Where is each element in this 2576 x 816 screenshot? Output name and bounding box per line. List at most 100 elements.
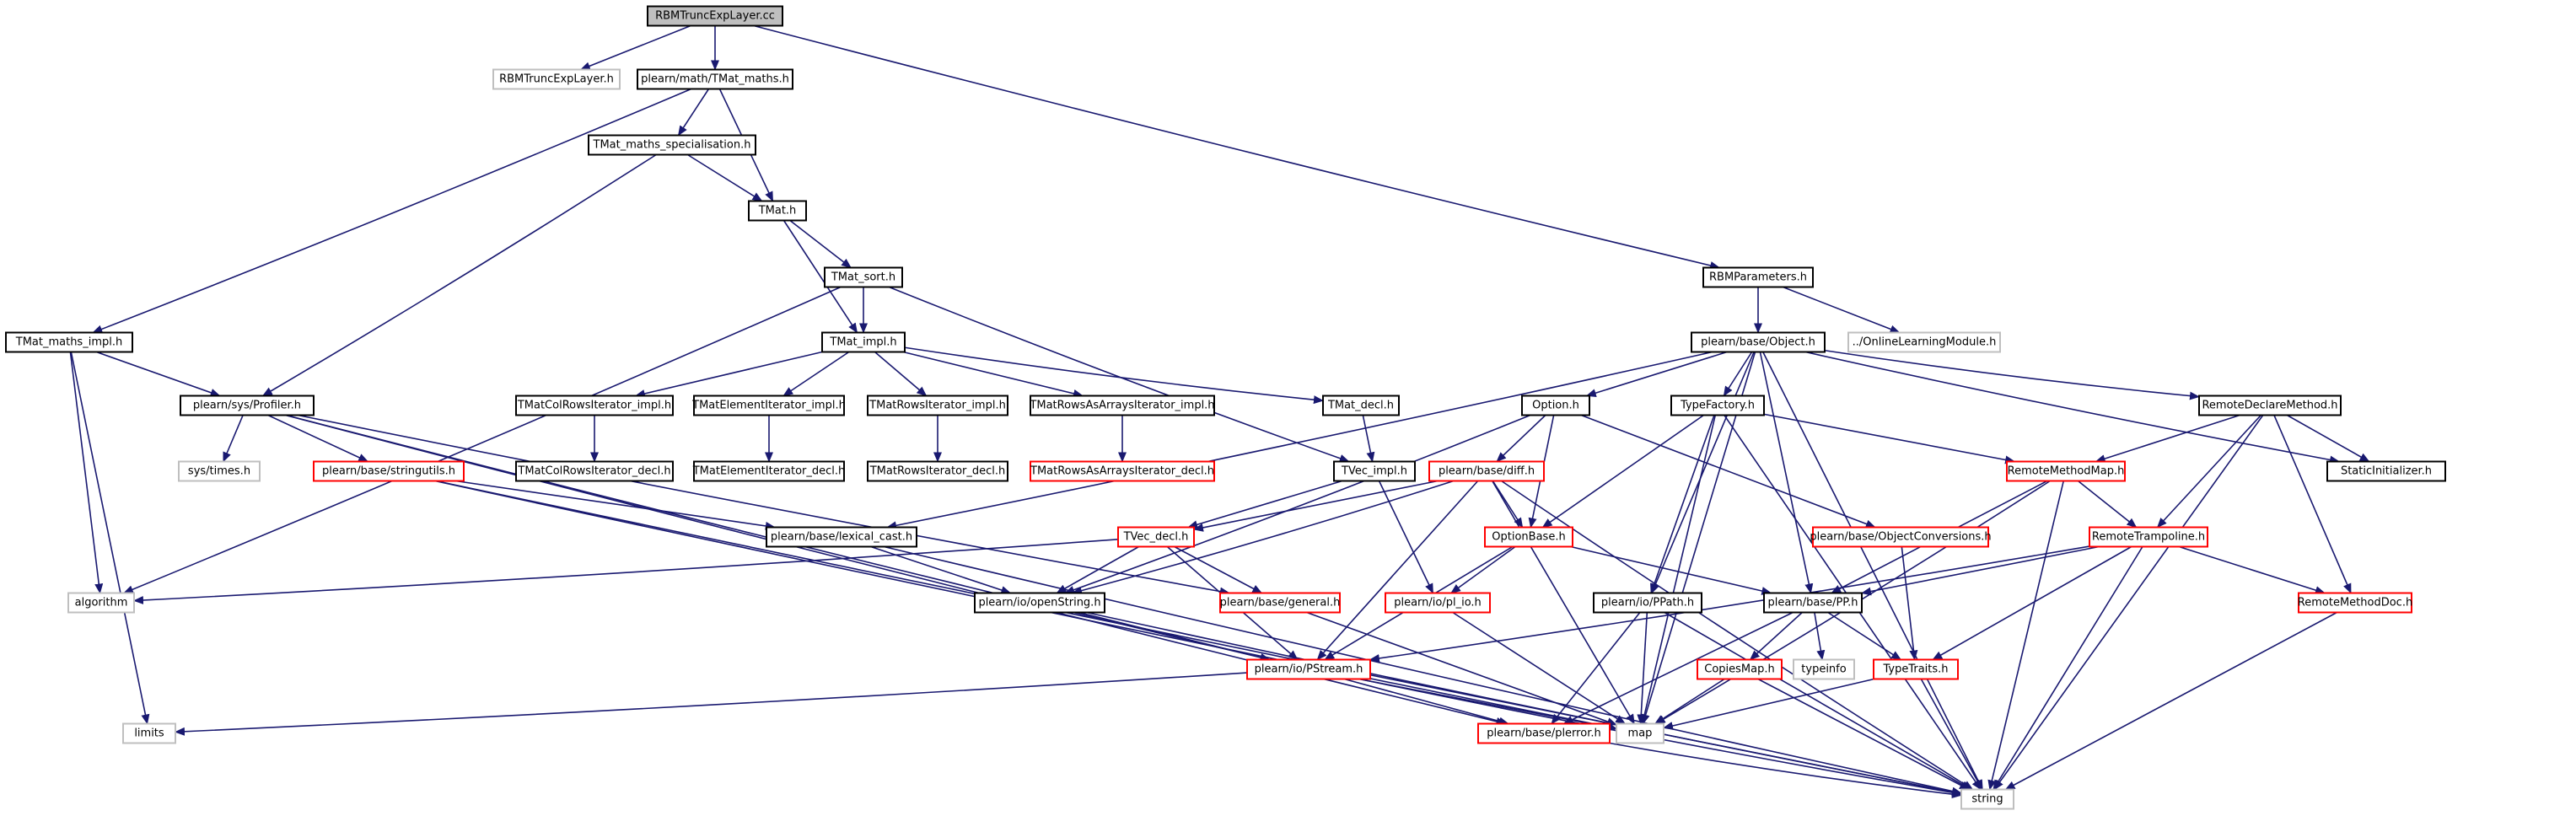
edge-pp_h-to-plerror xyxy=(1562,611,1794,725)
node-pstream[interactable]: plearn/io/PStream.h xyxy=(1246,658,1371,680)
node-openstring[interactable]: plearn/io/openString.h xyxy=(974,592,1105,614)
node-optionbase[interactable]: OptionBase.h xyxy=(1484,526,1573,548)
node-typefactory[interactable]: TypeFactory.h xyxy=(1670,395,1765,416)
node-box xyxy=(1333,460,1416,482)
node-box xyxy=(1593,592,1702,614)
edge-remotedeclare-to-remotemethoddoc xyxy=(2273,415,2352,594)
node-label: plearn/io/openString.h xyxy=(978,597,1100,609)
node-staticinit[interactable]: StaticInitializer.h xyxy=(2326,460,2446,482)
node-remotedeclare[interactable]: RemoteDeclareMethod.h xyxy=(2198,395,2342,416)
node-remotetrampoline[interactable]: RemoteTrampoline.h xyxy=(2089,526,2208,548)
node-ppath[interactable]: plearn/io/PPath.h xyxy=(1593,592,1702,614)
edge-tmat_h-to-tmat_impl xyxy=(782,220,858,334)
node-tmat-maths-impl[interactable]: TMat_maths_impl.h xyxy=(5,331,133,353)
node-box xyxy=(824,266,903,288)
node-colrows-impl[interactable]: TMatColRowsIterator_impl.h xyxy=(515,395,674,416)
node-label: RBMTruncExpLayer.cc xyxy=(655,10,775,23)
node-label: algorithm xyxy=(75,597,128,609)
edge-tmat_maths_h-to-tmat_maths_spec xyxy=(677,89,710,137)
node-stringutils[interactable]: plearn/base/stringutils.h xyxy=(313,460,465,482)
node-tmat-maths-h[interactable]: plearn/math/TMat_maths.h xyxy=(637,68,793,90)
edge-diff_h-to-string xyxy=(1501,480,1974,791)
node-option-h[interactable]: Option.h xyxy=(1521,395,1590,416)
node-general[interactable]: plearn/base/general.h xyxy=(1219,592,1341,614)
edge-pp_h-to-typeinfo xyxy=(1814,612,1826,661)
node-pl-io[interactable]: plearn/io/pl_io.h xyxy=(1385,592,1491,614)
node-label: OptionBase.h xyxy=(1492,531,1565,544)
node-label: TVec_decl.h xyxy=(1123,531,1189,544)
node-box xyxy=(1960,788,2014,810)
edge-option_h-to-diff_h xyxy=(1496,414,1546,463)
edge-remotetrampoline-to-pp_h xyxy=(1861,545,2100,596)
node-colrows-decl[interactable]: TMatColRowsIterator_decl.h xyxy=(515,460,674,482)
node-limits: limits xyxy=(122,722,176,744)
edge-pl_io-to-map xyxy=(1452,611,1627,725)
node-tmat-sort[interactable]: TMat_sort.h xyxy=(824,266,903,288)
node-tmat-decl[interactable]: TMat_decl.h xyxy=(1322,395,1400,416)
node-remotemethodmap[interactable]: RemoteMethodMap.h xyxy=(2006,460,2126,482)
node-box xyxy=(1521,395,1590,416)
node-label: plearn/base/PP.h xyxy=(1768,597,1858,609)
node-label: RemoteTrampoline.h xyxy=(2092,531,2205,544)
node-rows-impl[interactable]: TMatRowsIterator_impl.h xyxy=(867,395,1008,416)
node-label: TMat_impl.h xyxy=(829,336,896,349)
node-tvec-decl[interactable]: TVec_decl.h xyxy=(1117,526,1195,548)
node-box xyxy=(637,68,793,90)
node-objconv[interactable]: plearn/base/ObjectConversions.h xyxy=(1810,526,1992,548)
node-box xyxy=(1847,331,2001,353)
edge-openstring-to-string xyxy=(1086,611,1962,797)
node-box xyxy=(1246,658,1371,680)
node-root: RBMTruncExpLayer.cc xyxy=(647,5,783,27)
node-profiler[interactable]: plearn/sys/Profiler.h xyxy=(180,395,315,416)
edge-profiler-to-general xyxy=(298,414,1230,596)
edge-root-to-rbmtruncexplayer_h xyxy=(579,24,691,71)
edge-object_h-to-typefactory xyxy=(1723,352,1753,397)
node-box xyxy=(974,592,1105,614)
node-box xyxy=(515,395,674,416)
edge-tvec_decl-to-openstring xyxy=(1056,545,1140,594)
edge-diff_h-to-map xyxy=(1492,480,1635,725)
node-object-h[interactable]: plearn/base/Object.h xyxy=(1691,331,1826,353)
edge-pstream-to-plerror xyxy=(1344,678,1509,726)
node-rowsarr-impl[interactable]: TMatRowsAsArraysIterator_impl.h xyxy=(1029,395,1215,416)
node-box xyxy=(1484,526,1573,548)
node-plerror[interactable]: plearn/base/plerror.h xyxy=(1477,722,1611,744)
node-diff-h[interactable]: plearn/base/diff.h xyxy=(1428,460,1545,482)
node-copiesmap[interactable]: CopiesMap.h xyxy=(1697,658,1783,680)
node-box xyxy=(178,460,261,482)
edge-object_h-to-staticinit xyxy=(1804,351,2340,464)
edge-typetraits-to-string xyxy=(1920,679,1983,791)
edge-typetraits-to-map xyxy=(1663,678,1874,730)
node-box xyxy=(2089,526,2208,548)
node-rbmtruncexplayer-h: RBMTruncExpLayer.h xyxy=(492,68,621,90)
node-map: map xyxy=(1616,722,1664,744)
edge-tmat_impl-to-tmat_decl xyxy=(904,346,1324,405)
edge-ppath-to-map xyxy=(1637,612,1648,725)
node-tmat-maths-spec[interactable]: TMat_maths_specialisation.h xyxy=(588,134,756,156)
edge-typefactory-to-ppath xyxy=(1650,415,1715,594)
edge-ppath-to-string xyxy=(1664,611,1971,791)
node-rows-decl[interactable]: TMatRowsIterator_decl.h xyxy=(867,460,1008,482)
node-label: TMatRowsAsArraysIterator_impl.h xyxy=(1029,400,1214,412)
node-box xyxy=(867,395,1008,416)
node-remotemethoddoc[interactable]: RemoteMethodDoc.h xyxy=(2298,592,2412,614)
node-elem-decl[interactable]: TMatElementIterator_decl.h xyxy=(692,460,846,482)
edge-diff_h-to-openstring xyxy=(1072,480,1455,595)
node-tmat-impl[interactable]: TMat_impl.h xyxy=(821,331,906,353)
edge-profiler-to-stringutils xyxy=(267,414,369,463)
node-label: plearn/base/lexical_cast.h xyxy=(771,531,912,544)
node-pp-h[interactable]: plearn/base/PP.h xyxy=(1763,592,1863,614)
node-label: plearn/sys/Profiler.h xyxy=(193,400,301,412)
edge-remotemethodmap-to-string xyxy=(1987,480,2065,791)
node-box xyxy=(867,460,1008,482)
node-box xyxy=(1477,722,1611,744)
node-rowsarr-decl[interactable]: TMatRowsAsArraysIterator_decl.h xyxy=(1030,460,1215,482)
node-elem-impl[interactable]: TMatElementIterator_impl.h xyxy=(691,395,846,416)
edge-root-to-rbmparameters xyxy=(753,24,1721,270)
node-typetraits[interactable]: TypeTraits.h xyxy=(1873,658,1959,680)
node-tmat-h[interactable]: TMat.h xyxy=(748,200,807,222)
node-rbmparameters[interactable]: RBMParameters.h xyxy=(1702,266,1814,288)
node-lexical-cast[interactable]: plearn/base/lexical_cast.h xyxy=(766,526,917,548)
node-tvec-impl[interactable]: TVec_impl.h xyxy=(1333,460,1416,482)
edge-pstream-to-limits xyxy=(175,672,1248,736)
